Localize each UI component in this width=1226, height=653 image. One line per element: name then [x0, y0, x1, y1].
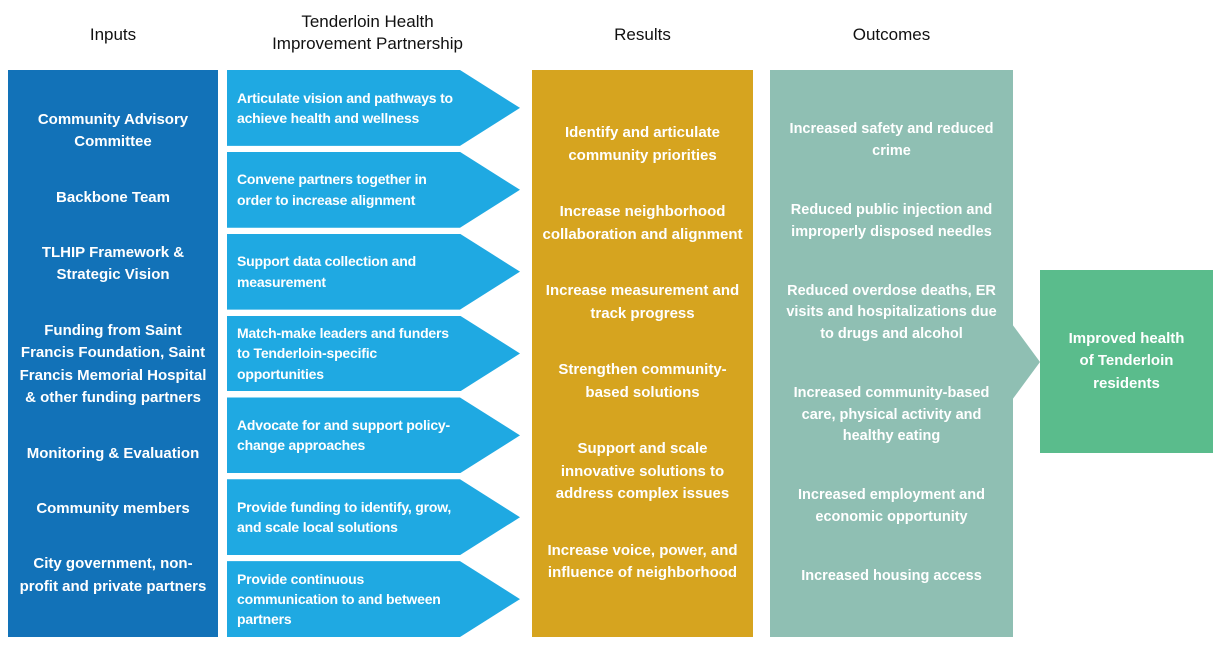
- outcome-item: Increased housing access: [801, 568, 982, 585]
- result-item: Increase neighborhood collaboration and …: [542, 203, 743, 243]
- column-header-outcomes: Outcomes: [852, 25, 931, 44]
- partnership-arrow: Provide funding to identify, grow, and s…: [227, 479, 520, 556]
- column-header-inputs: Inputs: [89, 25, 137, 44]
- outcome-item: Reduced overdose deaths, ER visits and h…: [786, 282, 997, 343]
- input-item: Community members: [36, 499, 190, 517]
- outcome-item: Increased community-based care, physical…: [793, 384, 990, 445]
- inputs-box: Community Advisory Committee Backbone Te…: [8, 70, 218, 637]
- partnership-arrow: Provide continuous communication to and …: [227, 561, 520, 638]
- partnership-arrow: Convene partners together in order to in…: [227, 151, 520, 228]
- result-item: Increase measurement and track progress: [545, 282, 740, 322]
- arrow-label: Articulate vision and pathways to achiev…: [237, 89, 453, 126]
- outcome-item: Reduced public injection and improperly …: [790, 201, 993, 240]
- input-item: TLHIP Framework & Strategic Vision: [41, 243, 185, 284]
- input-item: Monitoring & Evaluation: [26, 444, 200, 462]
- partnership-arrows: Articulate vision and pathways to achiev…: [227, 70, 520, 638]
- arrow-label: Convene partners together in order to in…: [237, 171, 427, 208]
- impact-box: Improved health of Tenderloin residents: [1040, 270, 1213, 453]
- result-item: Increase voice, power, and influence of …: [547, 541, 738, 582]
- outcome-item: Increased safety and reduced crime: [789, 121, 994, 159]
- partnership-arrow: Match-make leaders and funders to Tender…: [227, 315, 520, 392]
- input-item: Backbone Team: [56, 188, 170, 206]
- outcomes-arrow-tip: [1012, 324, 1040, 400]
- arrow-label: Advocate for and support policy-change a…: [237, 417, 450, 454]
- result-item: Support and scale innovative solutions t…: [555, 440, 730, 503]
- arrow-label: Support data collection and measurement: [237, 253, 416, 290]
- result-item: Identify and articulate community priori…: [564, 124, 721, 164]
- input-item: City government, non-profit and private …: [19, 555, 207, 595]
- arrow-label: Provide continuous communication to and …: [237, 570, 441, 628]
- partnership-arrow: Articulate vision and pathways to achiev…: [227, 70, 520, 146]
- input-item: Funding from Saint Francis Foundation, S…: [19, 321, 207, 407]
- impact-label: Improved health of Tenderloin residents: [1068, 329, 1185, 392]
- arrow-label: Match-make leaders and funders to Tender…: [237, 325, 449, 382]
- partnership-arrow: Support data collection and measurement: [227, 233, 520, 310]
- outcome-item: Increased employment and economic opport…: [798, 487, 985, 526]
- results-box: Identify and articulate community priori…: [532, 70, 753, 637]
- column-header-partnership: Tenderloin Health Improvement Partnershi…: [272, 12, 463, 54]
- result-item: Strengthen community-based solutions: [558, 361, 727, 401]
- partnership-arrow: Advocate for and support policy-change a…: [227, 397, 520, 474]
- column-header-results: Results: [614, 25, 671, 44]
- outcomes-box: Increased safety and reduced crime Reduc…: [770, 70, 1013, 637]
- arrow-label: Provide funding to identify, grow, and s…: [237, 498, 452, 536]
- input-item: Community Advisory Committee: [37, 110, 189, 151]
